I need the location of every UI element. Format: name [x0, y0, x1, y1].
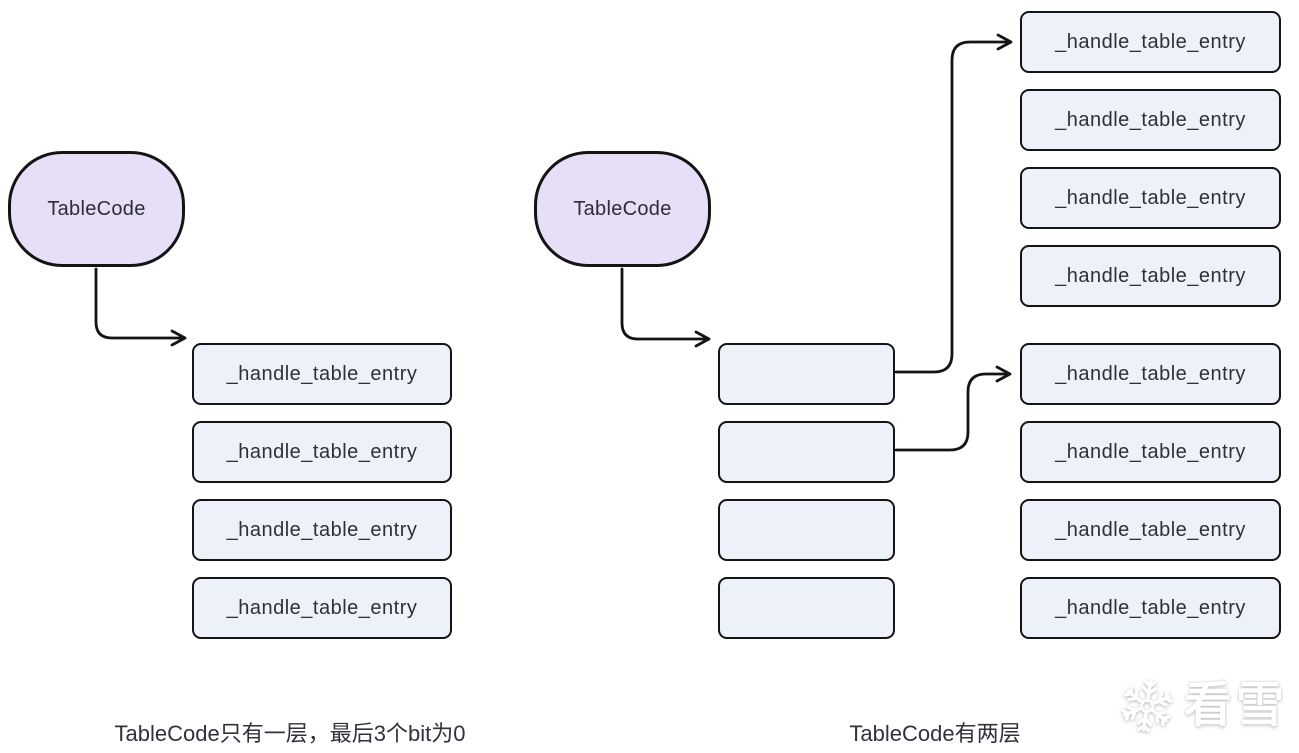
arrow-slot1-to-entry1 [894, 33, 1013, 374]
left-caption: TableCode只有一层，最后3个bit为0 [114, 721, 466, 746]
level1-slot-box [718, 421, 895, 483]
handle-table-entry-box: _handle_table_entry [192, 343, 452, 405]
handle-table-entry-box: _handle_table_entry [1020, 499, 1281, 561]
right-caption: TableCode有两层 [849, 721, 1021, 746]
level1-slot-box [718, 577, 895, 639]
handle-table-entry-box: _handle_table_entry [192, 499, 452, 561]
watermark-text: 看雪 [1184, 679, 1289, 732]
tablecode-node-right: TableCode [534, 151, 711, 267]
arrow-right-node-to-level1 [620, 267, 711, 348]
snowflake-icon [1120, 679, 1174, 733]
handle-table-entry-box: _handle_table_entry [1020, 577, 1281, 639]
handle-table-entry-box: _handle_table_entry [1020, 421, 1281, 483]
level1-slot-box [718, 499, 895, 561]
handle-table-entry-box: _handle_table_entry [192, 421, 452, 483]
tablecode-node-left: TableCode [8, 151, 185, 267]
level1-slot-box [718, 343, 895, 405]
arrow-slot2-to-entry5 [894, 365, 1012, 452]
handle-table-entry-box: _handle_table_entry [1020, 89, 1281, 151]
handle-table-entry-box: _handle_table_entry [1020, 245, 1281, 307]
kanxue-watermark: 看雪 [1120, 679, 1288, 733]
handle-table-entry-box: _handle_table_entry [1020, 11, 1281, 73]
handle-table-entry-box: _handle_table_entry [192, 577, 452, 639]
handle-table-entry-box: _handle_table_entry [1020, 167, 1281, 229]
handle-table-entry-box: _handle_table_entry [1020, 343, 1281, 405]
arrow-left-node-to-table [94, 267, 187, 347]
